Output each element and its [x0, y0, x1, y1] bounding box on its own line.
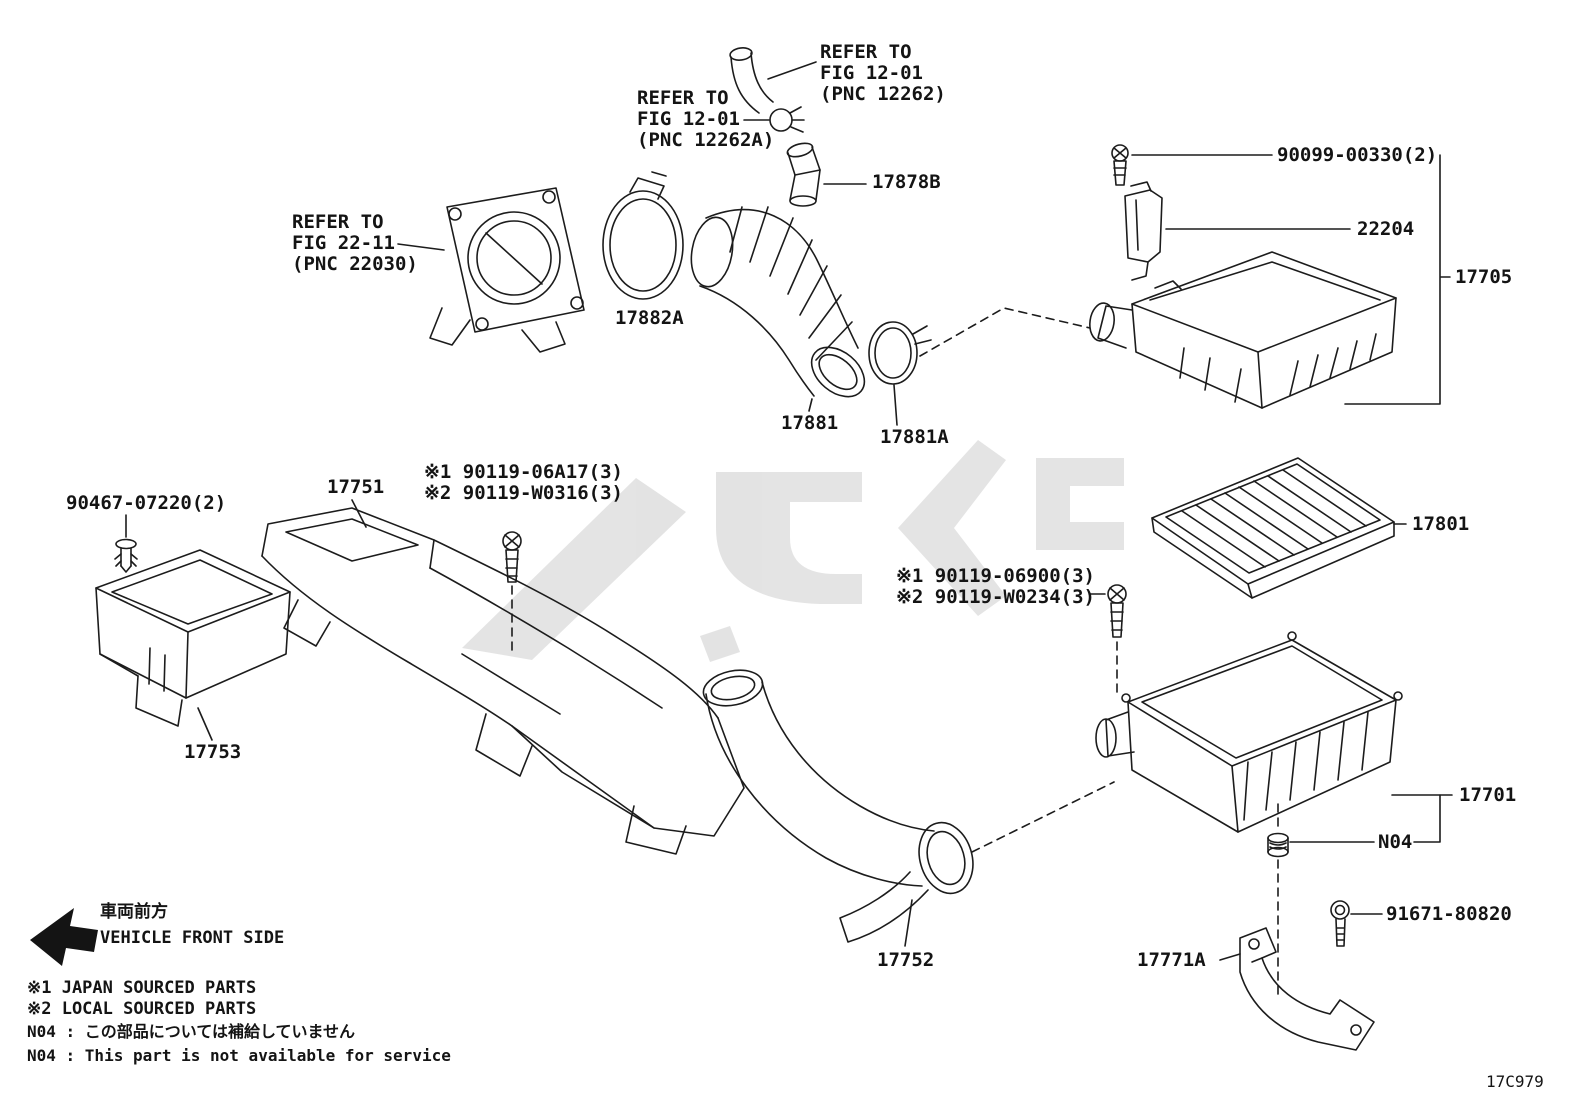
legend-n04-en: N04 : This part is not available for ser… [27, 1046, 451, 1065]
air-duct-17752-drawing [702, 669, 974, 943]
front-side-label-en: VEHICLE FRONT SIDE [100, 928, 285, 948]
connector-17878B-drawing [786, 142, 821, 207]
air-filter-17801-drawing [1151, 457, 1395, 599]
part-label-17801: 17801 [1412, 513, 1470, 535]
legend-japan-sourced: ※1 JAPAN SOURCED PARTS [27, 978, 257, 998]
front-side-label-jp: 車両前方 [100, 902, 168, 922]
legend-local-sourced: ※2 LOCAL SOURCED PARTS [27, 999, 257, 1019]
brand-watermark [462, 440, 1124, 662]
part-label-90099: 90099-00330(2) [1277, 144, 1438, 166]
screw-90119b-drawing [1107, 584, 1127, 638]
part-label-17752: 17752 [877, 949, 935, 971]
part-label-17882A: 17882A [615, 307, 684, 329]
part-label-17705: 17705 [1455, 266, 1513, 288]
front-direction-arrow [30, 908, 98, 966]
maf-sensor-22204-drawing [1124, 181, 1163, 281]
resonator-17753-drawing [95, 549, 291, 727]
air-hose-17881-drawing [690, 206, 866, 398]
part-label-screwB2: ※2 90119-W0234(3) [896, 586, 1095, 608]
part-label-17771A: 17771A [1137, 949, 1206, 971]
part-label-22204: 22204 [1357, 218, 1415, 240]
leader-lines [125, 61, 1453, 961]
part-label-17751: 17751 [327, 476, 385, 498]
figure-code: 17C979 [1486, 1072, 1544, 1091]
part-label-91671: 91671-80820 [1386, 903, 1512, 925]
screw-90099-drawing [1111, 144, 1129, 186]
legend-n04-jp: N04 : この部品については補給していません [27, 1022, 356, 1041]
air-duct-17751-drawing [261, 507, 745, 855]
part-label-17881A: 17881A [880, 426, 949, 448]
part-label-17701: 17701 [1459, 784, 1517, 806]
hose-fig12-drawing [729, 47, 774, 114]
part-label-90467: 90467-07220(2) [66, 492, 227, 514]
bracket-17771A-drawing [1239, 927, 1375, 1051]
throttle-body-drawing [429, 187, 585, 353]
screw-90119a-drawing [502, 531, 522, 583]
part-label-N04: N04 [1378, 831, 1413, 853]
bolt-91671-drawing [1330, 900, 1350, 947]
clip-90467-drawing [114, 538, 138, 573]
part-label-screwA1: ※1 90119-06A17(3) [424, 461, 623, 483]
clamp-17882A-drawing [602, 171, 684, 300]
clamp-fig12a-drawing [769, 106, 805, 133]
air-cleaner-cap-17705-drawing [1089, 251, 1397, 409]
part-label-screwA2: ※2 90119-W0316(3) [424, 482, 623, 504]
clamp-17881A-drawing [868, 321, 932, 385]
part-label-17881: 17881 [781, 412, 839, 434]
assembly-dashed-lines [511, 307, 1279, 997]
ref-note-throttle: REFER TO FIG 22-11 (PNC 22030) [292, 211, 418, 275]
grommet-N04-drawing [1267, 832, 1289, 858]
air-cleaner-case-17701-drawing [1095, 631, 1403, 833]
ref-note-clamp: REFER TO FIG 12-01 (PNC 12262A) [637, 87, 775, 151]
part-label-17878B: 17878B [872, 171, 941, 193]
ref-note-hose: REFER TO FIG 12-01 (PNC 12262) [820, 41, 946, 105]
part-label-screwB1: ※1 90119-06900(3) [896, 565, 1095, 587]
part-label-17753: 17753 [184, 741, 242, 763]
